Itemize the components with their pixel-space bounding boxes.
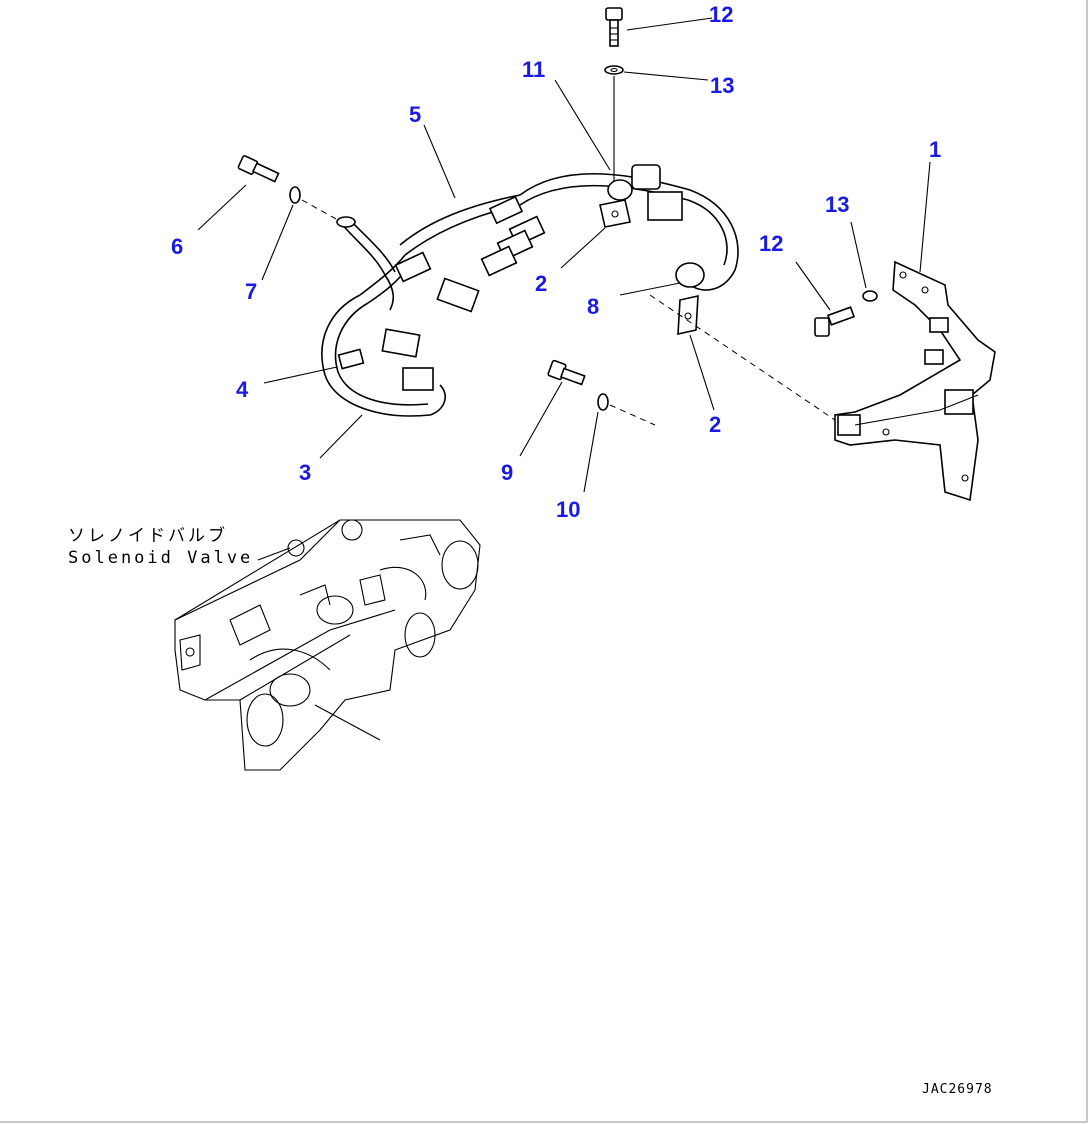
washer-top (604, 65, 624, 75)
callout-4: 4 (236, 377, 249, 402)
callout-3: 3 (299, 460, 311, 485)
callout-13-top: 13 (710, 73, 734, 98)
clip-lower (675, 262, 705, 336)
callout-9: 9 (501, 460, 513, 485)
wiring-harness (321, 172, 739, 417)
callout-5: 5 (409, 102, 421, 127)
callout-11: 11 (522, 57, 545, 82)
leader-lines (197, 17, 931, 493)
callout-6: 6 (171, 234, 183, 259)
callout-2-lower: 2 (709, 412, 721, 437)
bolt-12-right (814, 306, 856, 337)
callout-13-right: 13 (825, 192, 849, 217)
callout-12-right: 12 (759, 231, 783, 256)
washer-7 (289, 186, 301, 204)
drawing-code: JAC26978 (922, 1082, 993, 1097)
callout-12-top: 12 (709, 2, 733, 27)
washer-13-right (862, 290, 878, 302)
bolt-6 (237, 155, 280, 183)
callout-1: 1 (929, 137, 941, 162)
solenoid-label-english: Solenoid Valve (68, 548, 253, 568)
washer-10 (597, 393, 609, 411)
solenoid-label-japanese: ソレノイドバルブ (68, 525, 228, 546)
clip-upper (599, 199, 631, 228)
callout-10: 10 (556, 497, 580, 522)
bolt-top (605, 7, 623, 47)
bracket (834, 260, 996, 502)
callout-8: 8 (587, 294, 599, 319)
connector-group (381, 164, 683, 391)
bolt-9 (547, 359, 586, 386)
solenoid-valve (174, 519, 481, 771)
callout-7: 7 (245, 279, 257, 304)
callout-2-upper: 2 (535, 271, 547, 296)
